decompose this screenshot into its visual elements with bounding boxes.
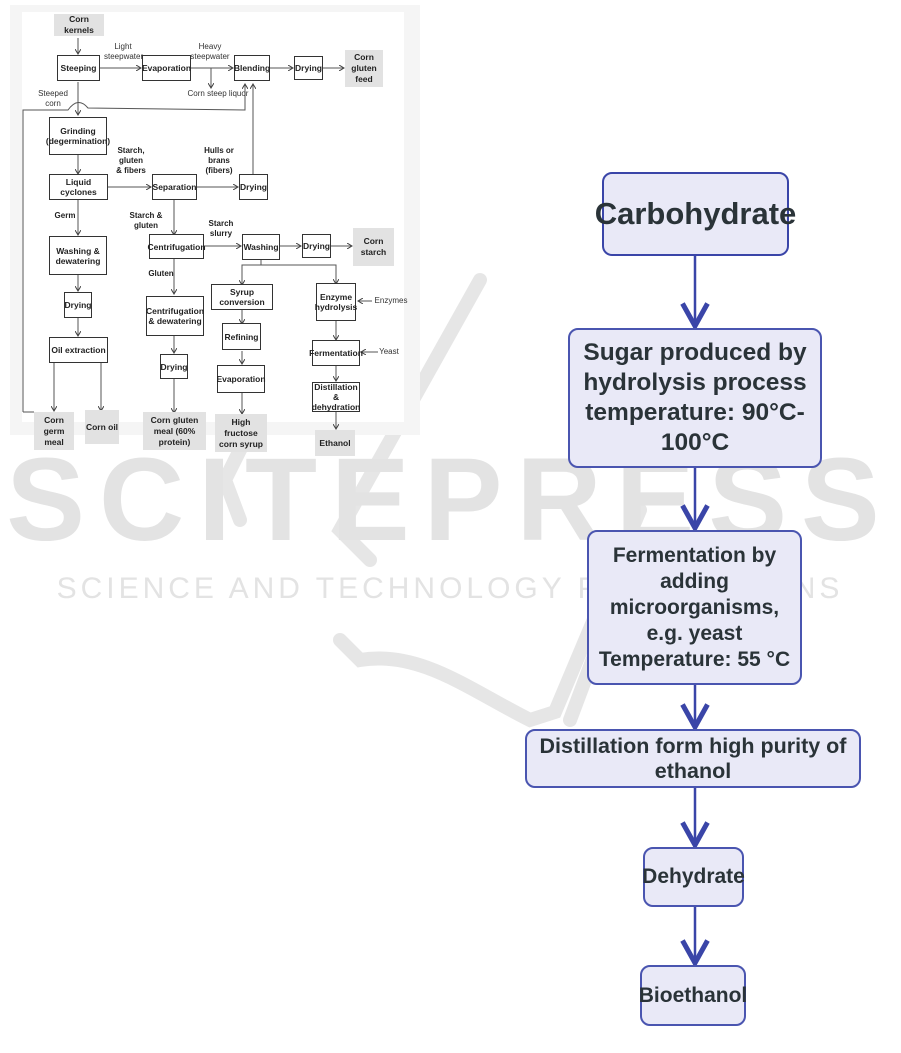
node-separation: Separation [152,174,197,200]
step-bioethanol: Bioethanol [639,965,747,1026]
node-drying: Drying [294,56,323,80]
label-hulls-brans: Hulls or brans (fibers) [204,146,234,175]
node-steeping: Steeping [57,55,100,81]
step-dehydrate: Dehydrate [642,847,745,907]
step-sugar-hydrolysis: Sugar produced by hydrolysis process tem… [568,328,822,468]
node-washing-dewatering: Washing & dewatering [49,236,107,275]
label-starch-gluten: Starch & gluten [129,211,163,230]
step-carbohydrate: Carbohydrate [595,172,796,256]
node-corn-gluten-meal: Corn gluten meal (60% protein) [143,412,206,450]
node-refining: Refining [222,323,261,350]
node-grinding: Grinding (degermination) [46,117,110,155]
node-corn-germ-meal: Corn germ meal [34,412,74,450]
node-corn-starch: Corn starch [353,228,394,266]
node-corn-gluten-feed: Corn gluten feed [345,50,383,87]
node-centrifugation: Centrifugation [147,234,206,259]
label-germ: Germ [54,211,76,220]
label-steeped-corn: Steeped corn [38,89,68,108]
node-washing: Washing [242,234,280,260]
label-starch-slurry: Starch slurry [208,219,234,238]
node-enzyme-hydrolysis: Enzyme hydrolysis [315,283,357,321]
label-starch-gluten-fibers: Starch, gluten & fibers [116,146,146,175]
node-fermentation: Fermentation [309,340,363,366]
node-drying-fibers: Drying [239,174,268,200]
node-syrup-conversion: Syrup conversion [211,284,273,310]
node-blending: Blending [234,55,270,81]
node-ethanol: Ethanol [315,430,355,456]
label-heavy-steepwater: Heavy steepwater [190,42,230,61]
label-yeast: Yeast [379,347,399,356]
step-distillation: Distillation form high purity of ethanol [525,729,861,788]
node-distillation-dehydration: Distillation & dehydration [311,382,361,412]
node-oil-extraction: Oil extraction [49,337,108,363]
node-drying-gluten: Drying [160,354,188,379]
label-enzymes: Enzymes [374,296,408,305]
node-evaporation-syrup: Evaporation [216,365,266,393]
node-corn-oil: Corn oil [85,410,119,444]
step-fermentation: Fermentation by adding microorganisms, e… [587,530,802,685]
label-gluten: Gluten [148,269,174,278]
node-liquid-cyclones: Liquid cyclones [49,174,108,200]
node-corn-kernels: Corn kernels [54,14,104,36]
node-drying-starch: Drying [302,234,331,258]
node-centrifugation-dewatering: Centrifugation & dewatering [146,296,204,336]
node-drying-germ: Drying [64,292,92,318]
label-corn-steep-liquor: Corn steep liquor [187,89,249,98]
node-evaporation: Evaporation [142,55,191,81]
label-light-steepwater: Light steepwater [104,42,144,61]
node-hfcs: High fructose corn syrup [215,414,267,452]
